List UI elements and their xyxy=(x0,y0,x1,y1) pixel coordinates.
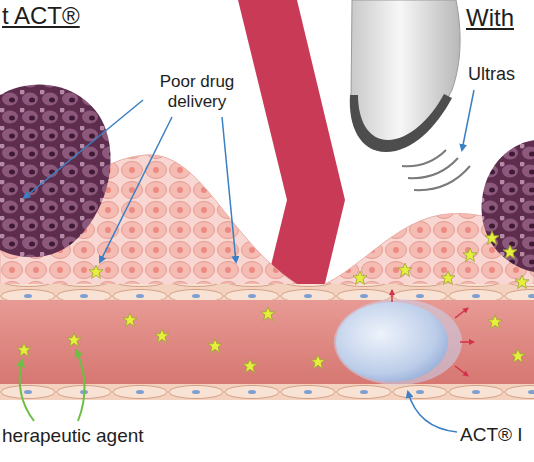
ultrasound-wave xyxy=(414,166,470,190)
vessel-wall xyxy=(0,384,534,400)
leader-line xyxy=(408,392,457,432)
drug-star xyxy=(515,275,529,289)
drug-star xyxy=(485,231,499,245)
leader-line xyxy=(24,100,143,198)
leader-line xyxy=(222,117,236,262)
ultrasound-wave xyxy=(402,150,446,166)
drug-star xyxy=(503,245,517,259)
drug-star xyxy=(67,333,81,347)
act-bubble xyxy=(336,302,448,382)
vessel-lumen xyxy=(0,300,534,384)
drug-star xyxy=(311,355,325,369)
force-arrow xyxy=(460,341,474,343)
drug-star xyxy=(441,271,455,285)
panel-heading: t ACT® xyxy=(2,2,80,30)
force-arrow xyxy=(391,290,393,302)
callout-label: herapeutic agent xyxy=(2,425,144,447)
callout-label: ACT® I xyxy=(460,424,523,446)
drug-star xyxy=(398,263,412,277)
callout-label: Ultras xyxy=(468,64,515,85)
drug-star xyxy=(208,339,222,353)
bubble-halo xyxy=(334,299,462,385)
panel-heading: With xyxy=(466,4,514,32)
drug-star xyxy=(123,313,137,327)
leader-line xyxy=(100,117,172,262)
drug-star xyxy=(353,271,367,285)
drug-star xyxy=(243,359,257,373)
force-arrow xyxy=(455,308,468,318)
vessel-wall xyxy=(0,284,534,300)
callout-label: Poor drug delivery xyxy=(147,72,247,111)
leader-line xyxy=(20,360,34,421)
probe-face xyxy=(350,94,452,152)
drug-star xyxy=(17,343,31,357)
force-arrow xyxy=(455,366,468,376)
tumor xyxy=(0,84,111,257)
leader-line xyxy=(462,90,474,150)
drug-star xyxy=(261,307,275,321)
drug-star xyxy=(463,248,477,262)
ultrasound-probe xyxy=(351,0,460,148)
drug-star xyxy=(89,265,103,279)
drug-particles xyxy=(17,231,529,373)
drug-star xyxy=(155,329,169,343)
drug-star xyxy=(488,315,502,329)
drug-star xyxy=(511,349,525,363)
ultrasound-wave xyxy=(408,158,458,178)
leader-line xyxy=(76,350,85,421)
tumor xyxy=(482,140,534,272)
